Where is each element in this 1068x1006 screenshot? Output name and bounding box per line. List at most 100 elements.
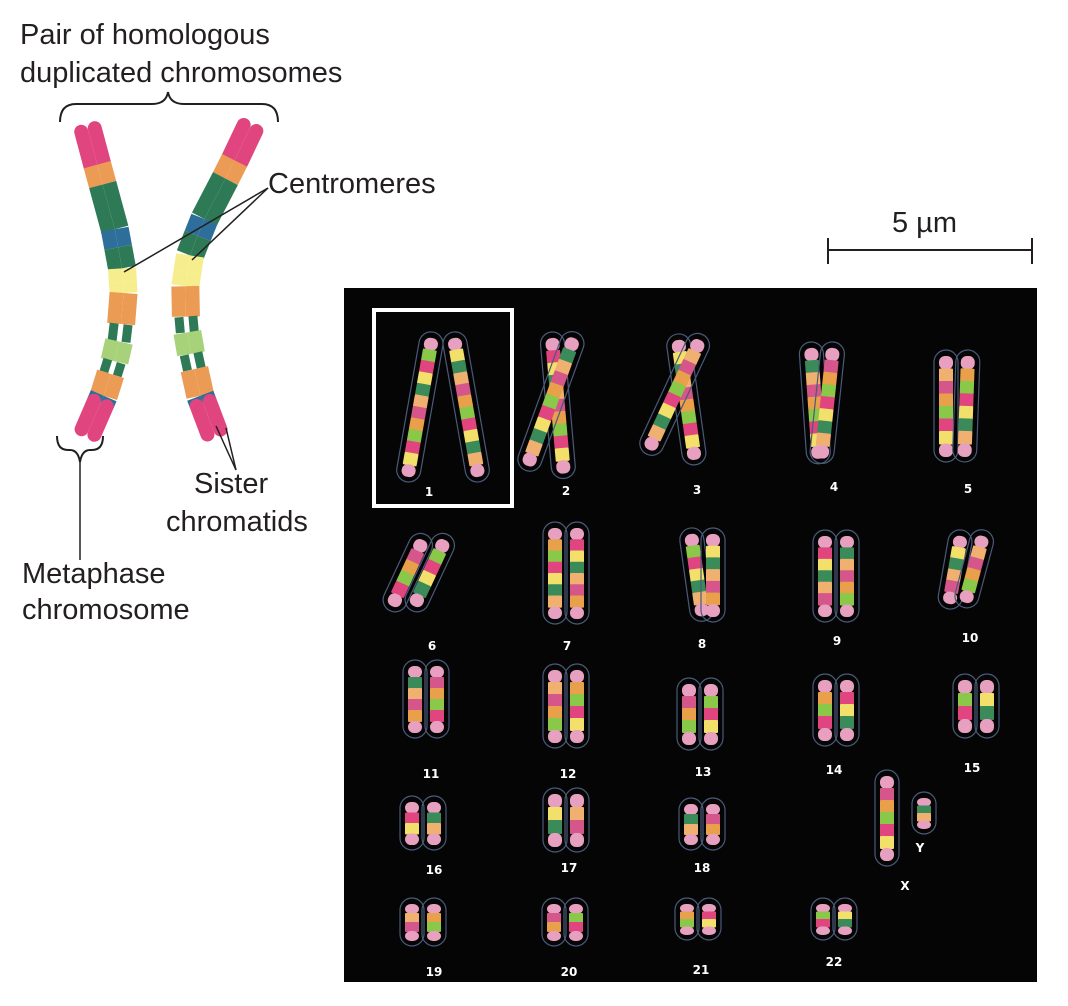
chromosome-band [122, 267, 137, 282]
karyotype-chromosome [809, 341, 845, 465]
left-chromosome [74, 121, 138, 442]
chromosome-band [90, 369, 111, 396]
karyotype-chromosome [639, 332, 711, 456]
chromosome-band [87, 121, 112, 170]
centromere-leader-left [123, 187, 269, 273]
chromosome-number: 4 [830, 480, 838, 494]
chromosome-band [114, 226, 132, 248]
chromosome-band [197, 218, 218, 241]
sister-label-line1: Sister [194, 468, 269, 500]
chromosome-band [185, 285, 200, 317]
karyotype-chromosome [954, 529, 995, 609]
karyotype-chromosome [698, 677, 724, 751]
karyotype-chromosome [700, 527, 726, 623]
karyotype-chromosome [421, 897, 447, 947]
chromosome-band [107, 322, 119, 342]
karyotype-chromosome [564, 787, 590, 853]
chromosome-band [100, 338, 120, 362]
chromosome-band [99, 357, 113, 374]
chromosome-band [233, 124, 264, 171]
chromosome-band [187, 329, 205, 354]
chromosome-number: 14 [826, 763, 843, 777]
chromosome-band [225, 160, 248, 185]
karyotype-chromosome [517, 331, 585, 472]
pair-label-line1: Pair of homologous [20, 19, 270, 51]
chromosome-number: 19 [426, 965, 443, 979]
chromosome-number: 9 [833, 634, 841, 648]
chromosome-band [188, 315, 199, 333]
metaphase-label-line1: Metaphase [22, 558, 166, 590]
chromosome-band [173, 253, 190, 273]
chromosome-number: 11 [423, 767, 440, 781]
karyotype-chromosome [442, 331, 490, 483]
karyotype-chromosome [812, 529, 838, 623]
chromosome-band [83, 164, 103, 189]
chromosome-number: 21 [693, 963, 710, 977]
chromosome-number: 5 [964, 482, 972, 496]
right-chromosome [171, 117, 264, 442]
chromosome-band [174, 316, 185, 334]
karyotype-chromosome [424, 659, 450, 739]
centromere-leader-right [191, 187, 269, 261]
sister-leader-2 [225, 427, 237, 471]
chromosome-number: 22 [826, 955, 843, 969]
karyotype-chromosome [832, 897, 858, 941]
pair-1-highlight-box [372, 308, 514, 508]
karyotype-chromosome [542, 787, 568, 853]
karyotype-chromosome [402, 659, 428, 739]
chromosome-band [173, 332, 191, 357]
chromosome-band [221, 117, 251, 165]
karyotype-chromosome [937, 529, 973, 610]
karyotype-chromosome [421, 795, 447, 851]
chromosome-diagram [56, 91, 279, 560]
karyotype-chromosome [834, 673, 860, 747]
chromosome-band [102, 180, 129, 230]
karyotype-chromosome [396, 331, 444, 483]
chromosome-band [118, 244, 136, 269]
chromosome-number: 12 [560, 767, 577, 781]
chromosome-number: 17 [561, 861, 578, 875]
centromeres-label: Centromeres [268, 168, 436, 200]
karyotype-chromosome [679, 527, 715, 622]
karyotype-chromosome [399, 897, 425, 947]
karyotype-chromosome [674, 897, 700, 941]
x-chromosome-label: X [900, 879, 910, 893]
chromosome-number: 3 [693, 483, 701, 497]
chromosome-number: 6 [428, 639, 436, 653]
karyotype-chromosome [541, 897, 567, 947]
chromosome-number: 7 [563, 639, 571, 653]
pair-brace [59, 91, 279, 123]
chromosome-band [122, 280, 138, 293]
chromosome-band [179, 354, 192, 372]
chromosome-number: 8 [698, 637, 706, 651]
chromosome-band [187, 255, 204, 275]
karyotype-chromosome [700, 797, 726, 851]
karyotype-chromosome [812, 673, 838, 747]
chromosome-band [189, 398, 215, 442]
chromosome-band [103, 373, 124, 400]
chromosome-number: 20 [561, 965, 578, 979]
karyotype-chromosome [874, 769, 900, 867]
chromosome-band [114, 341, 133, 365]
chromosome-number: 13 [695, 765, 712, 779]
chromosome-band [74, 393, 101, 437]
chromosome-band [101, 229, 119, 250]
karyotype-chromosome [404, 532, 456, 613]
chromosome-number: 16 [426, 863, 443, 877]
karyotype-chromosome [696, 897, 722, 941]
karyotype-chromosome [563, 897, 589, 947]
chromosome-number: 1 [425, 485, 433, 499]
karyotype-chromosome [952, 673, 978, 739]
chromosome-band [180, 369, 201, 399]
karyotype-chromosome [952, 349, 981, 463]
chromosome-band [104, 247, 123, 271]
chromosome-band [193, 351, 206, 369]
chromosome-number: 18 [694, 861, 711, 875]
chromosome-band [74, 124, 98, 174]
karyotype-chromosome [399, 795, 425, 851]
karyotype-chromosome [542, 663, 568, 749]
karyotype-chromosome [974, 673, 1000, 739]
karyotype-chromosome [382, 532, 434, 613]
chromosome-band [191, 172, 226, 219]
